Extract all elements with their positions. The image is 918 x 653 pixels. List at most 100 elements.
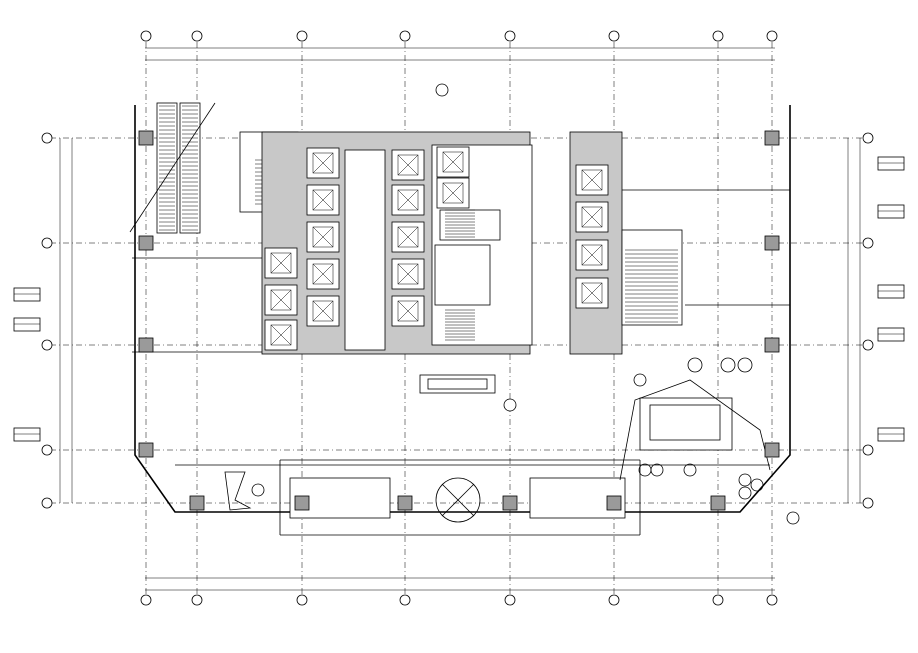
side-tag [13, 427, 41, 442]
grid-bubble-top [296, 30, 308, 42]
elevator-car [306, 295, 340, 327]
section-callout-bubble [633, 373, 647, 387]
structural-column [710, 495, 726, 511]
elevator-diagonal [397, 263, 419, 285]
grid-bubble-left [41, 444, 53, 456]
elevator-car [575, 164, 609, 196]
elevator-diagonal [581, 244, 603, 266]
right-stair [621, 229, 683, 326]
elevator-car [391, 221, 425, 253]
elevator-cars [264, 146, 609, 351]
elevator-cab [442, 182, 464, 204]
grid-bubble-right [862, 339, 874, 351]
elevator-diagonal [270, 252, 292, 274]
structural-column [138, 442, 154, 458]
elevator-diagonal [581, 206, 603, 228]
side-tag-box [877, 327, 905, 342]
elevator-car [306, 258, 340, 290]
elevator-cab [581, 244, 603, 266]
main-entrance [289, 477, 626, 523]
side-tag [13, 287, 41, 302]
side-tag [877, 204, 905, 219]
elevator-diagonal [312, 189, 334, 211]
grid-bubble-bottom [191, 594, 203, 606]
building-outline [132, 105, 791, 536]
grid-bubbles [41, 30, 874, 606]
structural-column [138, 235, 154, 251]
elevator-cab [397, 300, 419, 322]
grid-bubble-top [191, 30, 203, 42]
structural-column [764, 337, 780, 353]
elevator-cab [270, 252, 292, 274]
side-tag-box [877, 204, 905, 219]
side-tag [877, 284, 905, 299]
elevator-cab [312, 189, 334, 211]
elevator-car [391, 149, 425, 181]
grid-bubble-right [862, 444, 874, 456]
elevator-cab [312, 263, 334, 285]
elevator-car [575, 277, 609, 309]
side-tag-box [877, 284, 905, 299]
lobby-furniture [224, 357, 771, 511]
structural-column [138, 337, 154, 353]
section-callout-bubble [786, 511, 800, 525]
grid-bubble-top [608, 30, 620, 42]
grid-bubble-top [712, 30, 724, 42]
elevator-diagonal [397, 189, 419, 211]
grid-bubble-bottom [766, 594, 778, 606]
structural-columns [138, 130, 780, 511]
elevator-diagonal [312, 152, 334, 174]
elevator-diagonal [312, 226, 334, 248]
elevator-cab [270, 324, 292, 346]
grid-bubble-right [862, 132, 874, 144]
elevator-cab [270, 289, 292, 311]
elevator-diagonal [270, 324, 292, 346]
elevator-cab [312, 300, 334, 322]
grid-bubble-right [862, 497, 874, 509]
elevator-car [306, 184, 340, 216]
elevator-diagonal [312, 263, 334, 285]
section-callout-bubble [435, 83, 449, 97]
grid-bubble-left [41, 237, 53, 249]
elevator-car [264, 319, 298, 351]
side-tag [877, 327, 905, 342]
elevator-cab [397, 154, 419, 176]
structural-column [138, 130, 154, 146]
elevator-car [391, 295, 425, 327]
side-tag-box [13, 317, 41, 332]
elevator-car [306, 147, 340, 179]
elevator-diagonal [581, 282, 603, 304]
elevator-car [575, 239, 609, 271]
elevator-car [306, 221, 340, 253]
side-tag [877, 427, 905, 442]
section-callout-bubble [503, 398, 517, 412]
structural-column [502, 495, 518, 511]
elevator-cab [397, 226, 419, 248]
side-tag [13, 317, 41, 332]
elevator-car [575, 201, 609, 233]
dimension-lines [59, 47, 861, 591]
side-tag-box [13, 427, 41, 442]
side-tag-box [877, 427, 905, 442]
elevator-diagonal [397, 154, 419, 176]
side-tag-box [877, 156, 905, 171]
elevator-cab [442, 151, 464, 173]
grid-bubble-top [399, 30, 411, 42]
grid-bubble-left [41, 497, 53, 509]
elevator-cab [581, 206, 603, 228]
elevator-diagonal [581, 169, 603, 191]
structural-column [397, 495, 413, 511]
grid-bubble-top [504, 30, 516, 42]
grid-bubble-left [41, 132, 53, 144]
grid-bubble-right [862, 237, 874, 249]
elevator-car [436, 177, 470, 209]
elevator-diagonal [312, 300, 334, 322]
structural-column [606, 495, 622, 511]
elevator-diagonal [270, 289, 292, 311]
elevator-cab [397, 189, 419, 211]
grid-bubble-bottom [140, 594, 152, 606]
structural-column [294, 495, 310, 511]
grid-bubble-left [41, 339, 53, 351]
elevator-diagonal [442, 151, 464, 173]
